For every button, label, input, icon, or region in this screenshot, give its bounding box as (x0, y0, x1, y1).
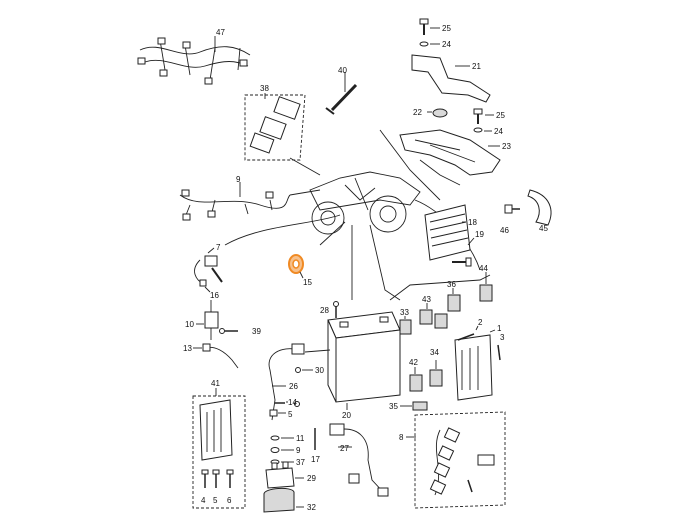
part-9-sub-harness[interactable] (179, 189, 291, 221)
part-5-bolt[interactable] (212, 469, 220, 488)
part-3-screw[interactable] (497, 344, 501, 361)
part-5-clip[interactable] (269, 409, 278, 417)
label-39: 39 (252, 327, 261, 336)
label-20: 20 (342, 411, 351, 420)
label-23: 23 (502, 142, 511, 151)
label-46: 46 (500, 226, 509, 235)
part-24-washer-top[interactable] (419, 41, 429, 47)
part-8-fuse-set[interactable] (414, 411, 506, 509)
label-29: 29 (307, 474, 316, 483)
part-19-bolt[interactable] (452, 257, 472, 267)
part-35-clip[interactable] (412, 401, 428, 411)
part-25-bolt-mid[interactable] (473, 108, 483, 124)
label-25-top: 25 (442, 24, 451, 33)
part-46-bolt[interactable] (504, 204, 520, 214)
part-30-nut[interactable] (295, 367, 301, 373)
part-23-bracket[interactable] (399, 129, 501, 176)
part-18-regulator[interactable] (424, 204, 471, 261)
label-44: 44 (479, 264, 488, 273)
part-7-sensor[interactable] (194, 255, 223, 286)
part-38-relay-set[interactable] (244, 94, 306, 161)
part-10-switch[interactable] (204, 300, 219, 340)
label-32: 32 (307, 503, 316, 512)
label-13: 13 (183, 344, 192, 353)
label-42: 42 (409, 358, 418, 367)
part-6-bolt[interactable] (226, 469, 234, 488)
part-20-battery[interactable] (327, 311, 401, 403)
label-9-bottom: 9 (296, 446, 301, 455)
label-33: 33 (400, 308, 409, 317)
label-19: 19 (475, 230, 484, 239)
label-18: 18 (468, 218, 477, 227)
label-16: 16 (210, 291, 219, 300)
part-2-bolt[interactable] (457, 333, 475, 341)
part-25-bolt-top[interactable] (419, 18, 429, 35)
label-35: 35 (389, 402, 398, 411)
part-44-relay[interactable] (479, 284, 493, 302)
part-43-relay-set[interactable] (419, 309, 448, 329)
part-39-screw[interactable] (219, 328, 239, 334)
label-40: 40 (338, 66, 347, 75)
label-21: 21 (472, 62, 481, 71)
label-37: 37 (296, 458, 305, 467)
label-26: 26 (289, 382, 298, 391)
label-28: 28 (320, 306, 329, 315)
part-1-cdi-unit[interactable] (454, 334, 493, 401)
label-6: 6 (227, 496, 232, 505)
label-8: 8 (399, 433, 404, 442)
label-22: 22 (413, 108, 422, 117)
label-7: 7 (216, 243, 221, 252)
part-34-relay[interactable] (429, 369, 443, 387)
part-45-horn[interactable] (527, 189, 552, 226)
label-15: 15 (303, 278, 312, 287)
part-42-relay[interactable] (409, 374, 423, 392)
part-21-bracket[interactable] (411, 54, 491, 103)
label-2: 2 (478, 318, 483, 327)
part-40-bolt[interactable] (325, 83, 358, 115)
label-36: 36 (447, 280, 456, 289)
part-26-battery-cable[interactable] (268, 343, 331, 421)
label-5: 5 (288, 410, 293, 419)
label-11: 11 (296, 434, 305, 443)
label-4: 4 (201, 496, 206, 505)
part-47-wire-harness[interactable] (137, 37, 251, 85)
label-10: 10 (185, 320, 194, 329)
label-5-bottom: 5 (213, 496, 218, 505)
label-30: 30 (315, 366, 324, 375)
part-36-relay[interactable] (447, 294, 461, 312)
part-13-lead[interactable] (202, 343, 239, 369)
label-1: 1 (497, 324, 502, 333)
part-33-relay[interactable] (399, 319, 412, 335)
label-41: 41 (211, 379, 220, 388)
part-14-bolt[interactable] (275, 401, 300, 407)
part-28-bolt[interactable] (333, 301, 339, 319)
part-32-relay-cover[interactable] (263, 487, 295, 513)
label-34: 34 (430, 348, 439, 357)
part-4-bolt[interactable] (201, 469, 209, 488)
label-38: 38 (260, 84, 269, 93)
label-24-mid: 24 (494, 127, 503, 136)
label-24-top: 24 (442, 40, 451, 49)
label-14: 14 (288, 398, 297, 407)
part-9-nut-bottom[interactable] (270, 447, 280, 453)
label-17: 17 (311, 455, 320, 464)
label-9: 9 (236, 175, 241, 184)
part-27-starter-cable[interactable] (329, 423, 389, 497)
part-22-grommet[interactable] (432, 108, 448, 118)
label-25-mid: 25 (496, 111, 505, 120)
label-45: 45 (539, 224, 548, 233)
part-41-ecu-set[interactable] (192, 395, 246, 509)
atv-frame-outline (309, 171, 421, 235)
part-16-clamp[interactable] (199, 279, 207, 287)
part-29-starter-relay[interactable] (265, 461, 295, 489)
label-27: 27 (340, 444, 349, 453)
label-3: 3 (500, 333, 505, 342)
part-24-washer-mid[interactable] (473, 127, 483, 133)
label-43: 43 (422, 295, 431, 304)
label-47: 47 (216, 28, 225, 37)
part-15-highlighted[interactable] (288, 254, 304, 274)
part-11-washer[interactable] (270, 435, 280, 441)
